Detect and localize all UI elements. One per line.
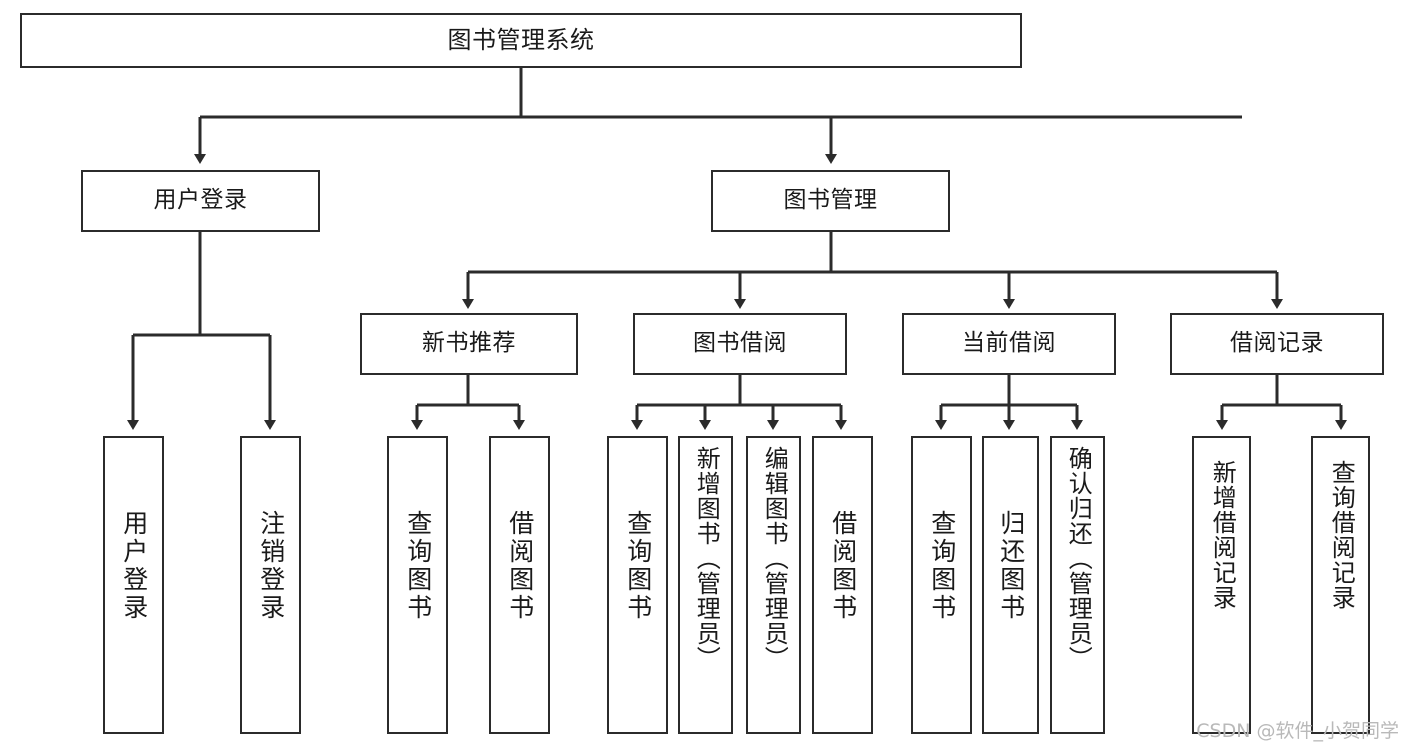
node-label: 借阅图书 bbox=[828, 510, 858, 622]
leaf-query-book-recommend[interactable]: 查询图书 bbox=[387, 436, 448, 734]
leaf-add-book-admin[interactable]: 新增图书（管理员） bbox=[678, 436, 733, 734]
node-label: 归还图书 bbox=[996, 510, 1026, 622]
node-label: 图书借阅 bbox=[693, 330, 787, 357]
node-label: 用户登录 bbox=[153, 187, 248, 214]
node-label: 当前借阅 bbox=[962, 330, 1056, 357]
node-book-borrow[interactable]: 图书借阅 bbox=[633, 313, 847, 375]
leaf-user-login[interactable]: 用户登录 bbox=[103, 436, 164, 734]
node-root-book-management-system[interactable]: 图书管理系统 bbox=[20, 13, 1022, 68]
node-label: 查询图书 bbox=[403, 510, 433, 622]
csdn-watermark: CSDN @软件_小贺同学 bbox=[1196, 720, 1399, 742]
node-label: 查询图书 bbox=[927, 510, 957, 622]
leaf-borrow-book-recommend[interactable]: 借阅图书 bbox=[489, 436, 550, 734]
node-label: 图书管理 bbox=[783, 187, 878, 214]
node-label: 查询借阅记录 bbox=[1327, 460, 1356, 610]
node-label: 新书推荐 bbox=[422, 330, 516, 357]
leaf-add-borrow-record[interactable]: 新增借阅记录 bbox=[1192, 436, 1251, 734]
leaf-edit-book-admin[interactable]: 编辑图书（管理员） bbox=[746, 436, 801, 734]
node-label: 注销登录 bbox=[256, 510, 286, 622]
node-label: 编辑图书（管理员） bbox=[760, 446, 789, 671]
node-book-management[interactable]: 图书管理 bbox=[711, 170, 950, 232]
node-label: 查询图书 bbox=[623, 510, 653, 622]
node-user-login[interactable]: 用户登录 bbox=[81, 170, 320, 232]
leaf-query-borrow-record[interactable]: 查询借阅记录 bbox=[1311, 436, 1370, 734]
node-current-borrow[interactable]: 当前借阅 bbox=[902, 313, 1116, 375]
node-new-book-recommend[interactable]: 新书推荐 bbox=[360, 313, 578, 375]
leaf-confirm-return-admin[interactable]: 确认归还（管理员） bbox=[1050, 436, 1105, 734]
node-label: 用户登录 bbox=[119, 510, 149, 622]
node-label: 图书管理系统 bbox=[447, 26, 595, 55]
node-label: 借阅图书 bbox=[505, 510, 535, 622]
leaf-borrow-book[interactable]: 借阅图书 bbox=[812, 436, 873, 734]
leaf-logout[interactable]: 注销登录 bbox=[240, 436, 301, 734]
node-label: 确认归还（管理员） bbox=[1064, 446, 1093, 671]
node-label: 新增借阅记录 bbox=[1208, 460, 1237, 610]
leaf-return-book[interactable]: 归还图书 bbox=[982, 436, 1039, 734]
node-label: 新增图书（管理员） bbox=[692, 446, 721, 671]
leaf-query-book-current[interactable]: 查询图书 bbox=[911, 436, 972, 734]
node-borrow-record[interactable]: 借阅记录 bbox=[1170, 313, 1384, 375]
leaf-query-book-borrow[interactable]: 查询图书 bbox=[607, 436, 668, 734]
node-label: 借阅记录 bbox=[1230, 330, 1324, 357]
